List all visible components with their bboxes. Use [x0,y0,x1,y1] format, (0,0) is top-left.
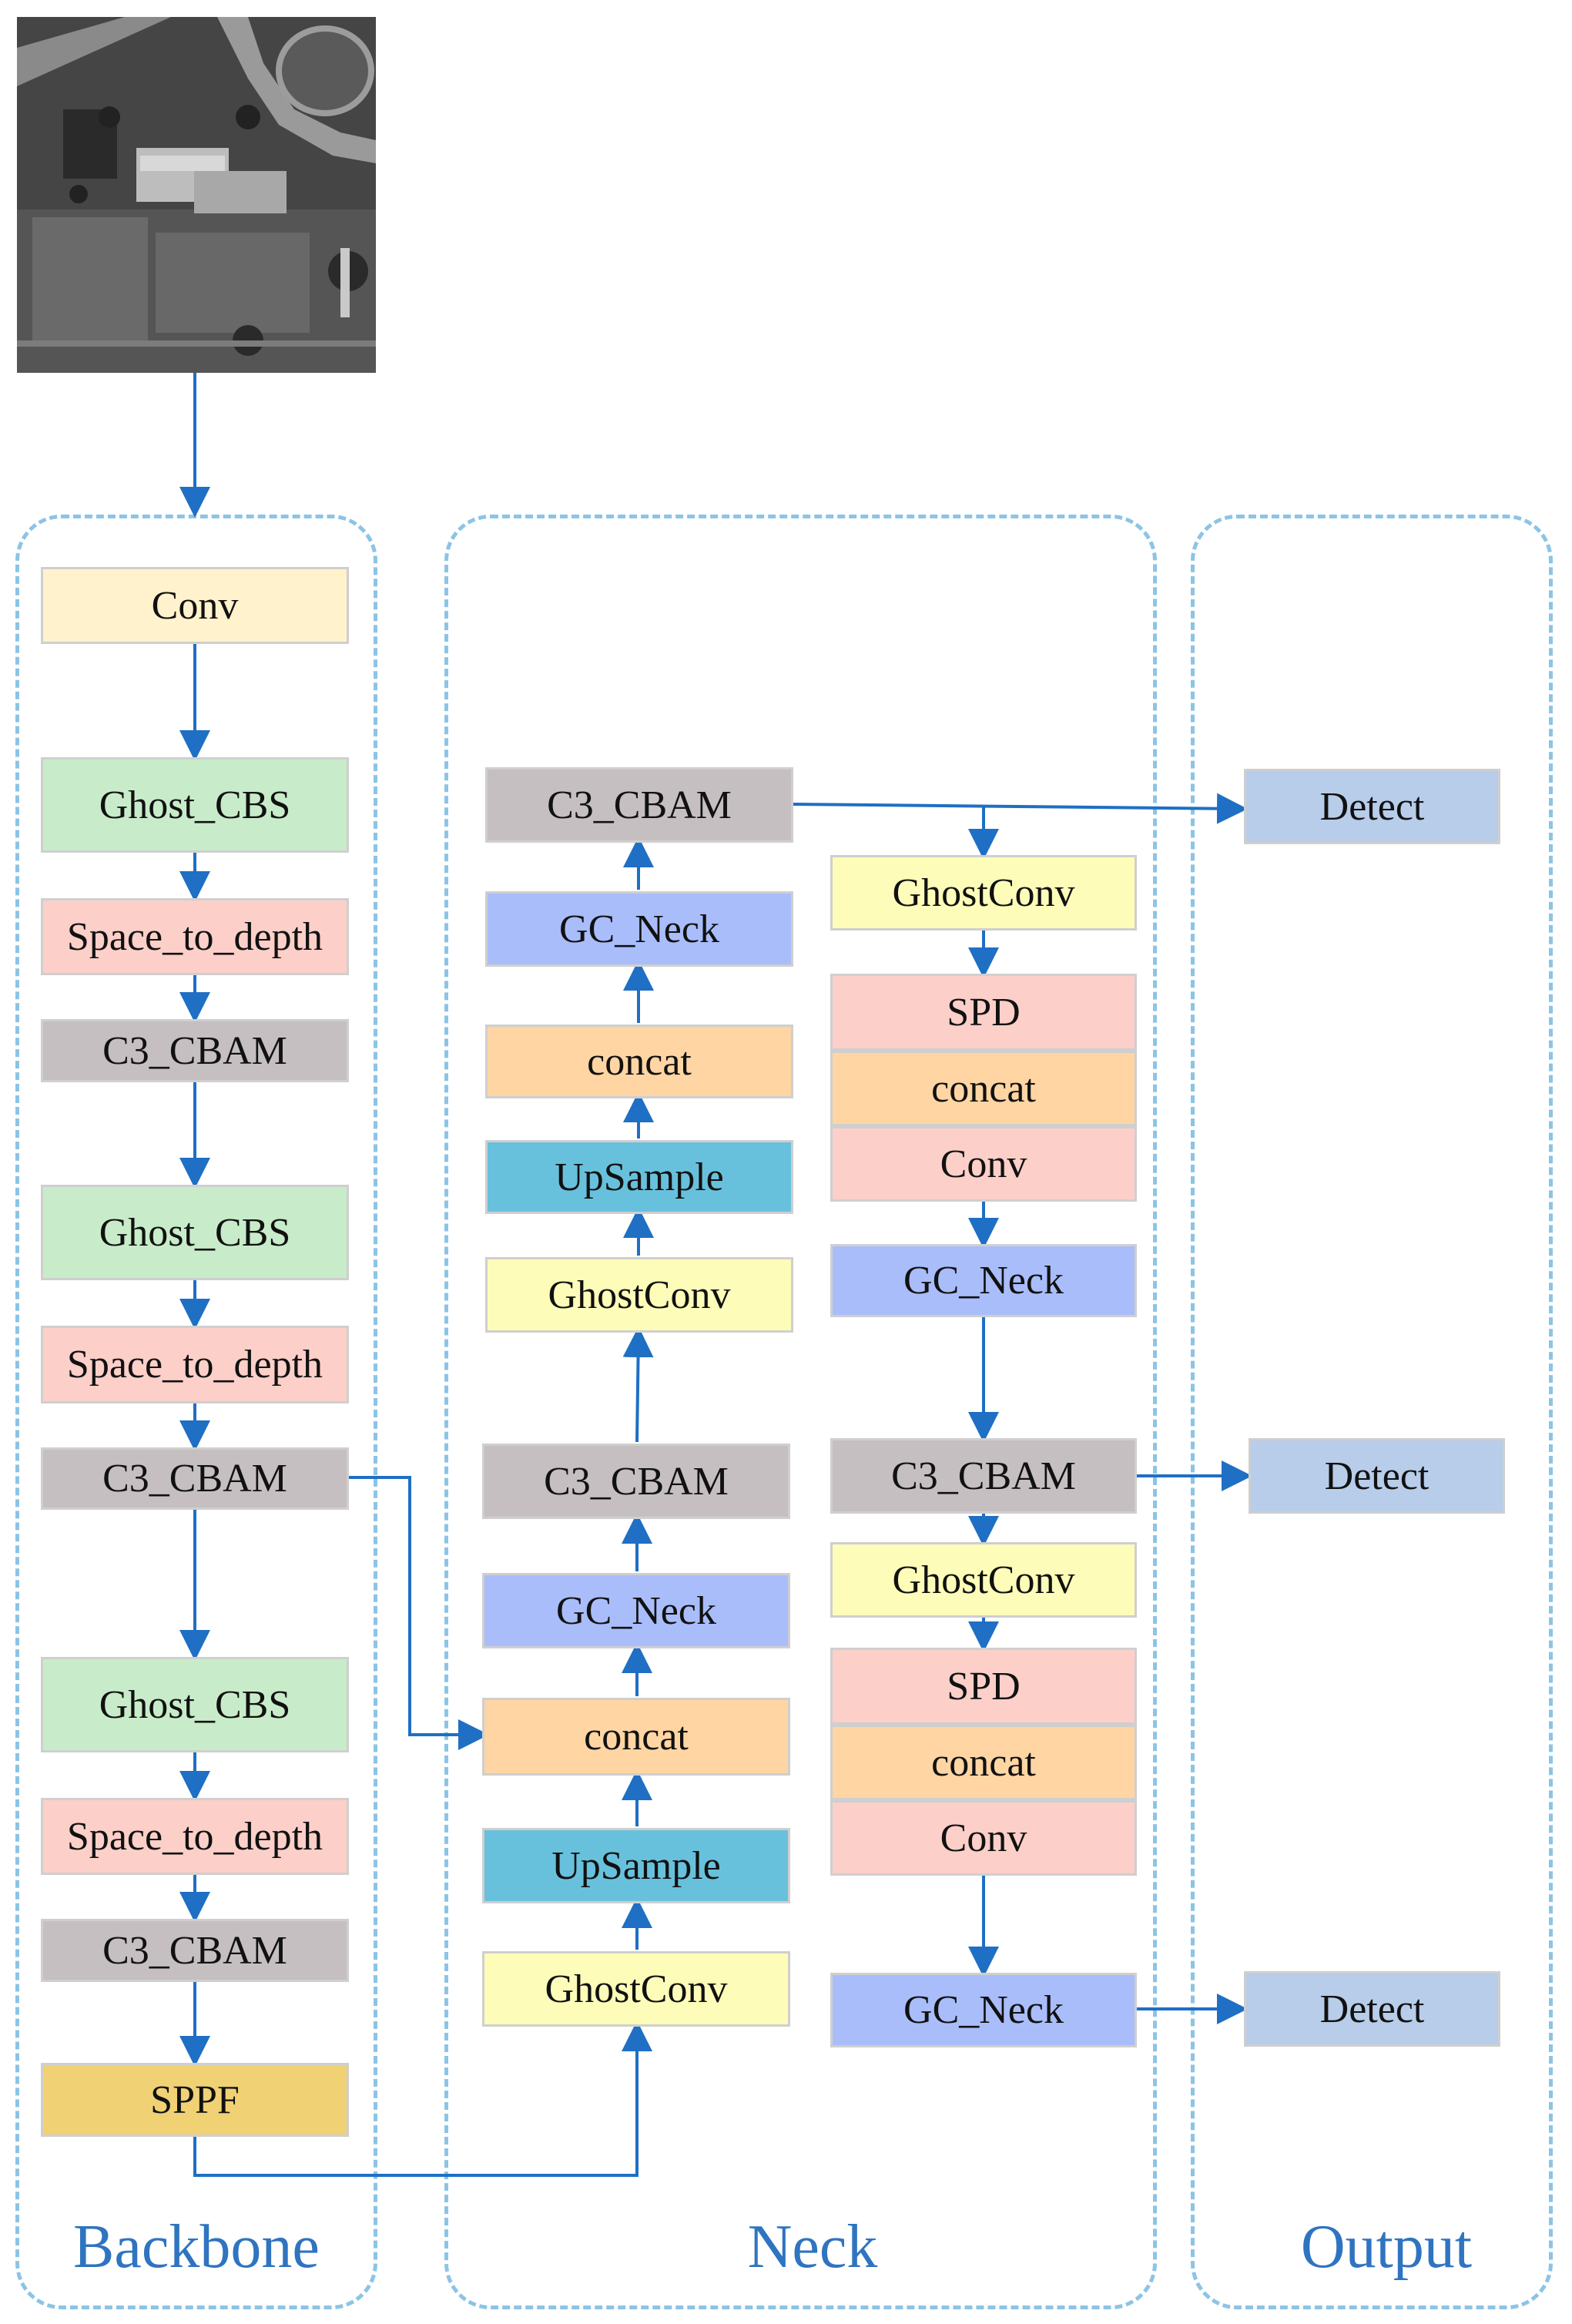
neck-right-gc-neck-1: GC_Neck [830,1244,1137,1317]
output-label: Output [1300,2213,1473,2281]
backbone-c3-cbam-2: C3_CBAM [41,1447,349,1510]
neck-ghostconv-top: GhostConv [485,1257,793,1333]
backbone-space-to-depth-1: Space_to_depth [41,898,349,975]
output-detect-1: Detect [1244,769,1500,844]
neck-right-conv-2: Conv [830,1800,1137,1876]
edge-c3cbam2-to-concat-mid [349,1476,489,1750]
neck-right-concat-1: concat [830,1051,1137,1126]
neck-right-spd-2: SPD [830,1648,1137,1725]
backbone-sppf: SPPF [41,2063,349,2137]
backbone-c3-cbam-1: C3_CBAM [41,1019,349,1082]
neck-concat-top: concat [485,1025,793,1098]
neck-ghostconv-bottom: GhostConv [482,1951,790,2027]
backbone-conv: Conv [41,567,349,644]
backbone-ghost-cbs-2: Ghost_CBS [41,1185,349,1280]
backbone-c3-cbam-3: C3_CBAM [41,1919,349,1982]
neck-right-conv-1: Conv [830,1126,1137,1202]
neck-label: Neck [747,2213,878,2281]
edge-c3cbam-top-to-detect1 [793,793,1248,824]
backbone-ghost-cbs-1: Ghost_CBS [41,757,349,853]
backbone-ghost-cbs-3: Ghost_CBS [41,1657,349,1752]
neck-right-concat-2: concat [830,1725,1137,1800]
neck-concat-mid: concat [482,1698,790,1776]
neck-right-c3-cbam: C3_CBAM [830,1438,1137,1514]
backbone-space-to-depth-2: Space_to_depth [41,1326,349,1403]
backbone-space-to-depth-3: Space_to_depth [41,1798,349,1875]
aerial-input-image [17,17,376,373]
output-detect-2: Detect [1249,1438,1505,1514]
neck-c3-cbam-mid: C3_CBAM [482,1444,790,1519]
neck-upsample-mid: UpSample [482,1828,790,1903]
neck-right-ghostconv-1: GhostConv [830,855,1137,931]
neck-panel [444,515,1157,2309]
neck-right-gc-neck-2: GC_Neck [830,1973,1137,2047]
output-detect-3: Detect [1244,1971,1500,2047]
output-panel [1191,515,1553,2309]
neck-gc-neck-mid: GC_Neck [482,1573,790,1648]
aerial-photo-shapes [17,17,376,373]
edge-c3cbam-mid-to-ghostconv-top [622,1326,654,1443]
neck-c3-cbam-top: C3_CBAM [485,767,793,843]
neck-right-ghostconv-2: GhostConv [830,1542,1137,1618]
edge-sppf-to-ghostconv-bottom [193,2021,652,2177]
neck-gc-neck-top: GC_Neck [485,891,793,967]
neck-right-spd-1: SPD [830,974,1137,1051]
backbone-label: Backbone [73,2213,320,2281]
neck-upsample-top: UpSample [485,1140,793,1214]
